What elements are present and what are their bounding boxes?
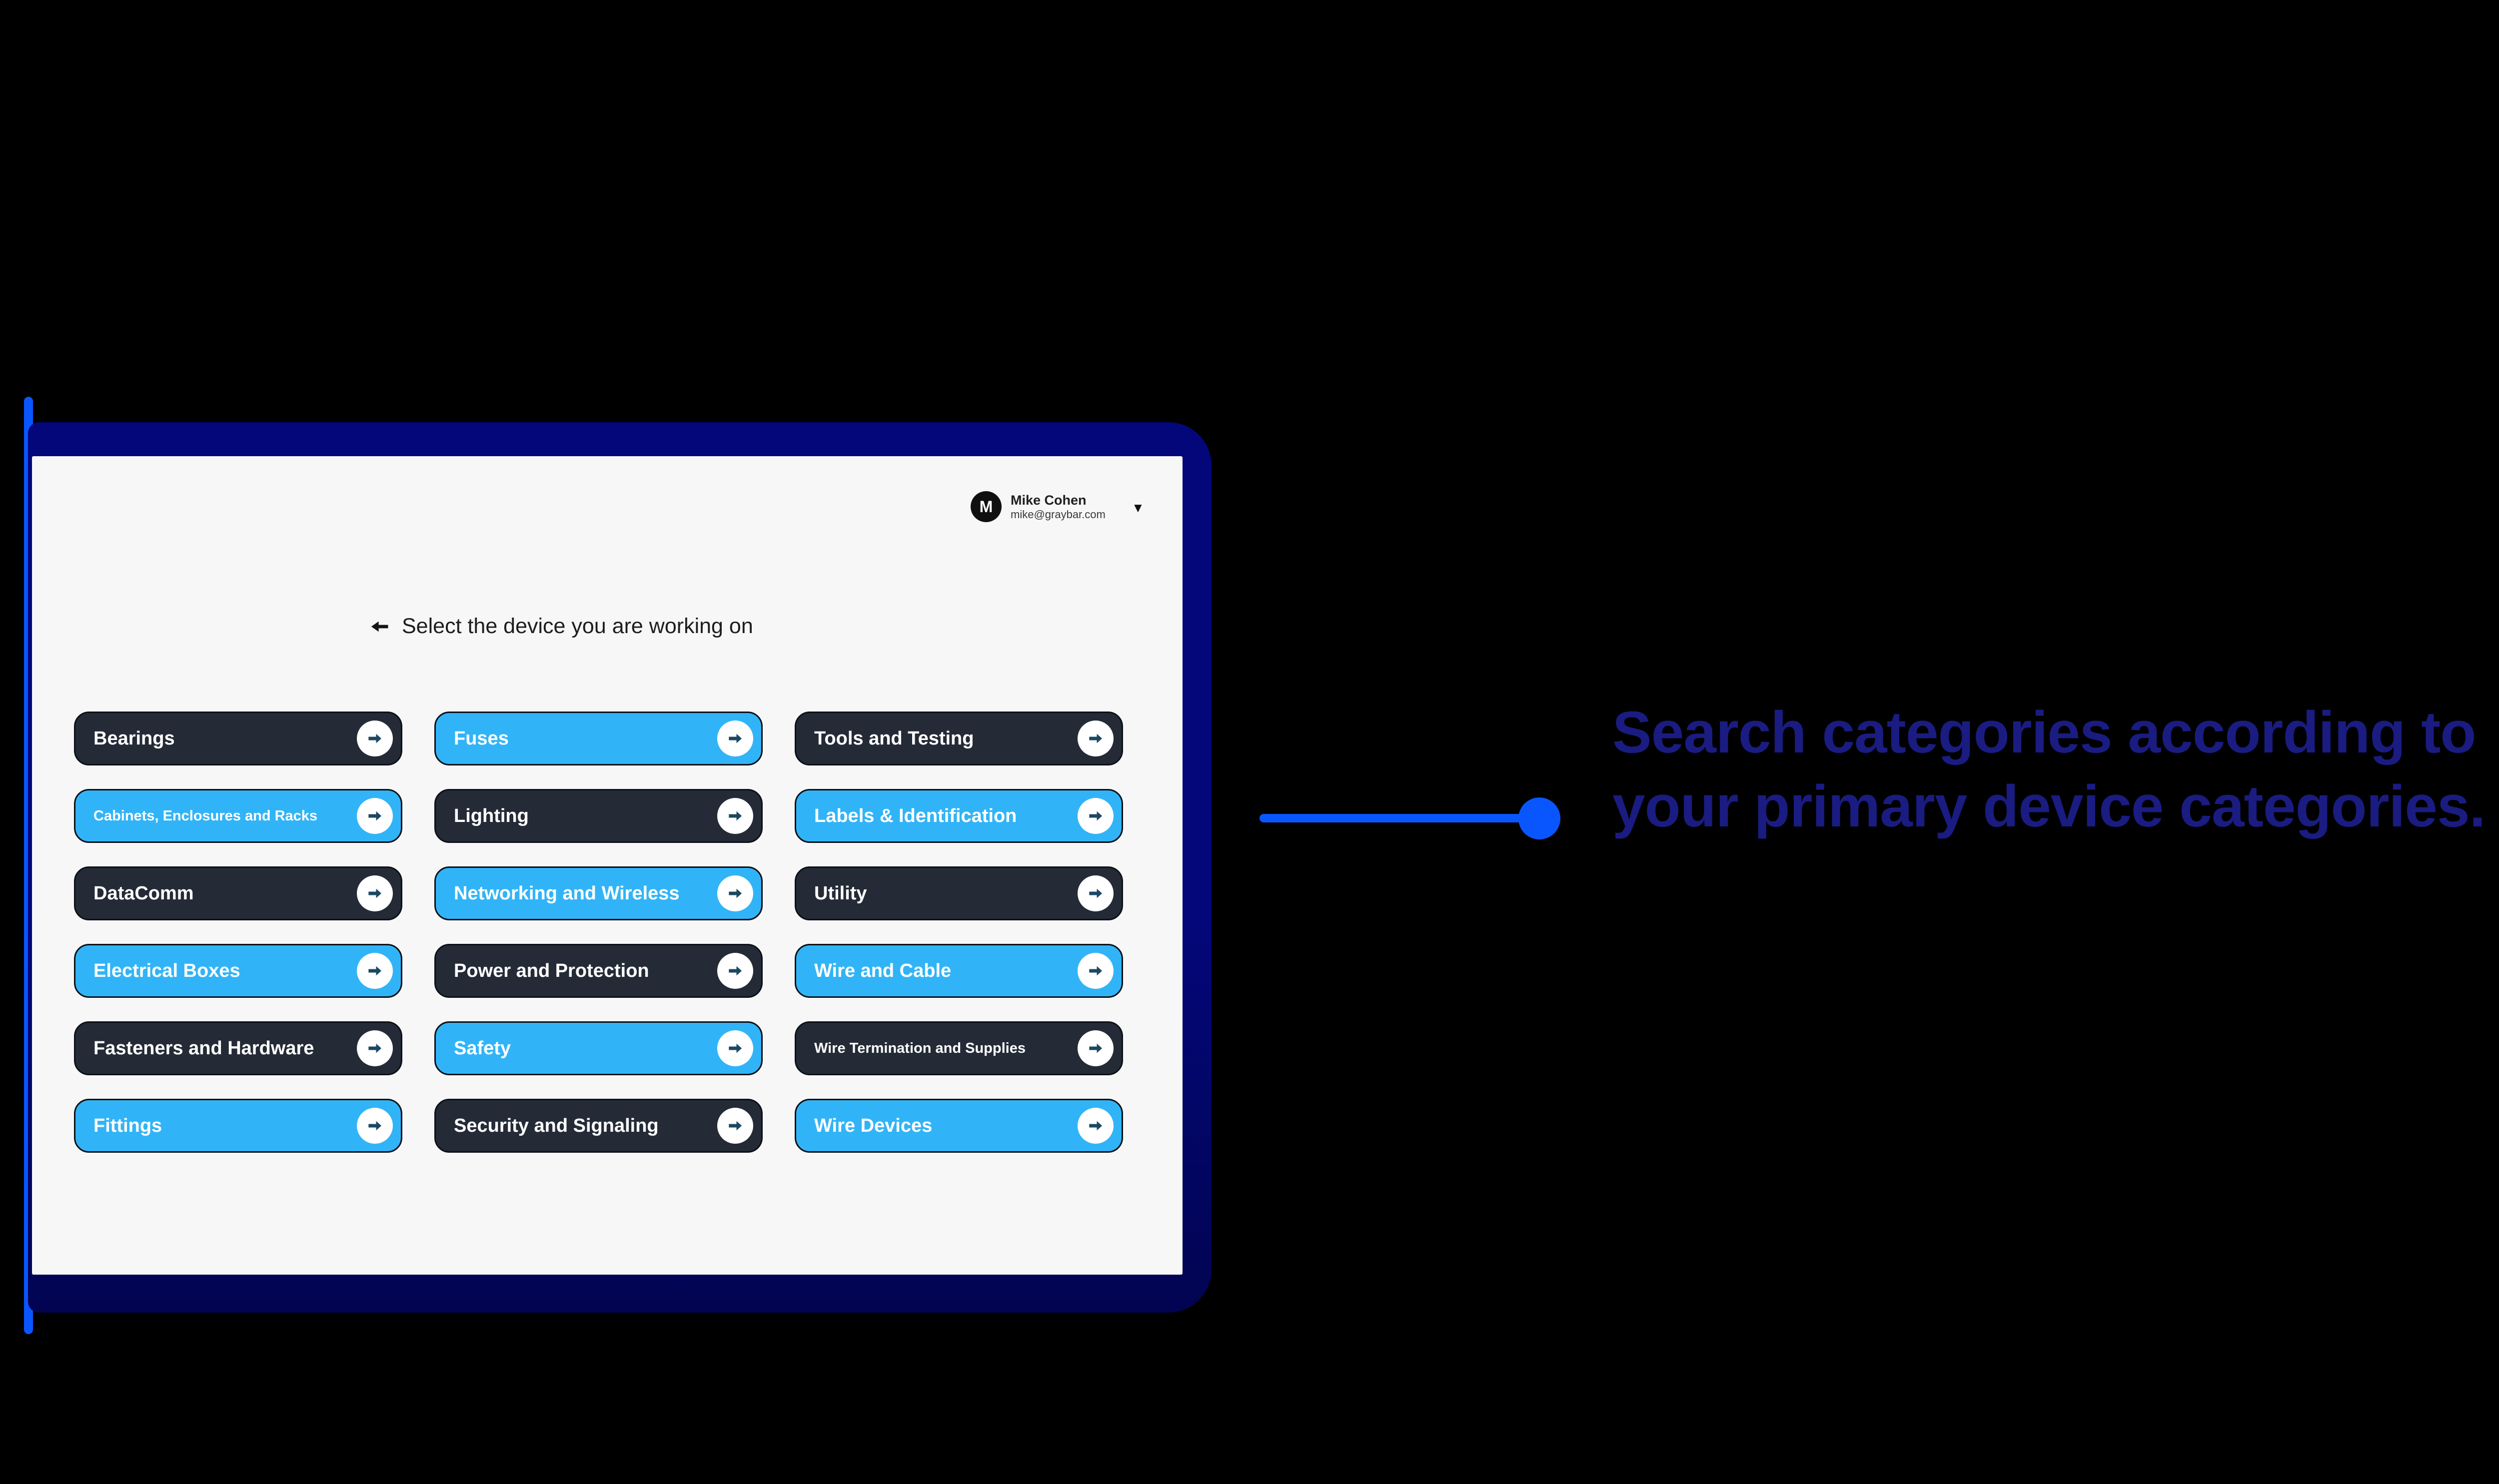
category-label: Fuses — [454, 728, 509, 749]
category-button-utility[interactable]: Utility — [795, 866, 1123, 920]
app-content: M Mike Cohen mike@graybar.com ▼ Select t… — [32, 456, 1183, 1275]
category-label: Wire and Cable — [814, 960, 952, 981]
category-button-wire-devices[interactable]: Wire Devices — [795, 1099, 1123, 1153]
category-button-wire-and-cable[interactable]: Wire and Cable — [795, 944, 1123, 998]
arrow-right-icon — [717, 798, 753, 834]
page-title: Select the device you are working on — [402, 614, 753, 638]
arrow-right-icon — [717, 721, 753, 756]
category-button-networking-and-wireless[interactable]: Networking and Wireless — [434, 866, 763, 920]
category-button-cabinets-enclosures-and-racks[interactable]: Cabinets, Enclosures and Racks — [74, 789, 402, 843]
arrow-right-icon — [357, 953, 393, 989]
back-arrow-icon[interactable] — [370, 620, 389, 634]
category-label: Wire Devices — [814, 1115, 933, 1136]
annotation-text: Search categories according to your prim… — [1612, 696, 2499, 843]
category-grid: Bearings Cabinets, Enclosures and Racks … — [74, 712, 1123, 1153]
page-header: Select the device you are working on — [370, 614, 753, 639]
category-label: Utility — [814, 882, 867, 904]
category-column: Tools and Testing Labels & Identificatio… — [795, 712, 1123, 1153]
category-label: Safety — [454, 1037, 511, 1059]
category-button-security-and-signaling[interactable]: Security and Signaling — [434, 1099, 763, 1153]
arrow-right-icon — [1078, 875, 1114, 911]
arrow-right-icon — [1078, 1108, 1114, 1144]
arrow-right-icon — [1078, 953, 1114, 989]
annotation-connector-line — [1259, 814, 1523, 822]
category-label: Networking and Wireless — [454, 882, 680, 904]
app-window: M Mike Cohen mike@graybar.com ▼ Select t… — [28, 422, 1212, 1313]
category-button-tools-and-testing[interactable]: Tools and Testing — [795, 712, 1123, 765]
arrow-right-icon — [1078, 798, 1114, 834]
category-button-datacomm[interactable]: DataComm — [74, 866, 402, 920]
category-label: Fittings — [93, 1115, 162, 1136]
user-name: Mike Cohen — [1011, 493, 1087, 508]
arrow-right-icon — [357, 1030, 393, 1066]
arrow-right-icon — [357, 875, 393, 911]
category-button-fittings[interactable]: Fittings — [74, 1099, 402, 1153]
category-label: Labels & Identification — [814, 805, 1017, 826]
arrow-right-icon — [357, 798, 393, 834]
category-button-bearings[interactable]: Bearings — [74, 712, 402, 765]
category-label: DataComm — [93, 882, 194, 904]
annotation-line: your primary device categories. — [1612, 773, 2486, 839]
category-button-safety[interactable]: Safety — [434, 1021, 763, 1075]
category-button-fuses[interactable]: Fuses — [434, 712, 763, 765]
chevron-down-icon[interactable]: ▼ — [1132, 500, 1145, 515]
arrow-right-icon — [1078, 1030, 1114, 1066]
category-button-power-and-protection[interactable]: Power and Protection — [434, 944, 763, 998]
annotation-connector-dot — [1518, 797, 1560, 839]
category-column: Fuses Lighting Networking and Wireless P… — [434, 712, 763, 1153]
category-column: Bearings Cabinets, Enclosures and Racks … — [74, 712, 402, 1153]
category-label: Power and Protection — [454, 960, 649, 981]
category-label: Wire Termination and Supplies — [814, 1040, 1026, 1056]
arrow-right-icon — [717, 1108, 753, 1144]
arrow-right-icon — [357, 1108, 393, 1144]
arrow-right-icon — [717, 953, 753, 989]
user-menu[interactable]: M Mike Cohen mike@graybar.com — [971, 491, 1106, 522]
arrow-right-icon — [1078, 721, 1114, 756]
user-text: Mike Cohen mike@graybar.com — [1011, 492, 1106, 521]
category-label: Lighting — [454, 805, 529, 826]
category-label: Fasteners and Hardware — [93, 1037, 314, 1059]
category-label: Security and Signaling — [454, 1115, 659, 1136]
category-button-labels-identification[interactable]: Labels & Identification — [795, 789, 1123, 843]
category-button-wire-termination-and-supplies[interactable]: Wire Termination and Supplies — [795, 1021, 1123, 1075]
arrow-right-icon — [717, 875, 753, 911]
category-label: Electrical Boxes — [93, 960, 240, 981]
avatar: M — [971, 491, 1002, 522]
category-button-fasteners-and-hardware[interactable]: Fasteners and Hardware — [74, 1021, 402, 1075]
category-button-electrical-boxes[interactable]: Electrical Boxes — [74, 944, 402, 998]
arrow-right-icon — [357, 721, 393, 756]
user-email: mike@graybar.com — [1011, 508, 1106, 521]
category-label: Cabinets, Enclosures and Racks — [93, 807, 318, 824]
category-label: Bearings — [93, 728, 175, 749]
annotation-line: Search categories according to — [1612, 700, 2477, 765]
arrow-right-icon — [717, 1030, 753, 1066]
category-label: Tools and Testing — [814, 728, 974, 749]
category-button-lighting[interactable]: Lighting — [434, 789, 763, 843]
